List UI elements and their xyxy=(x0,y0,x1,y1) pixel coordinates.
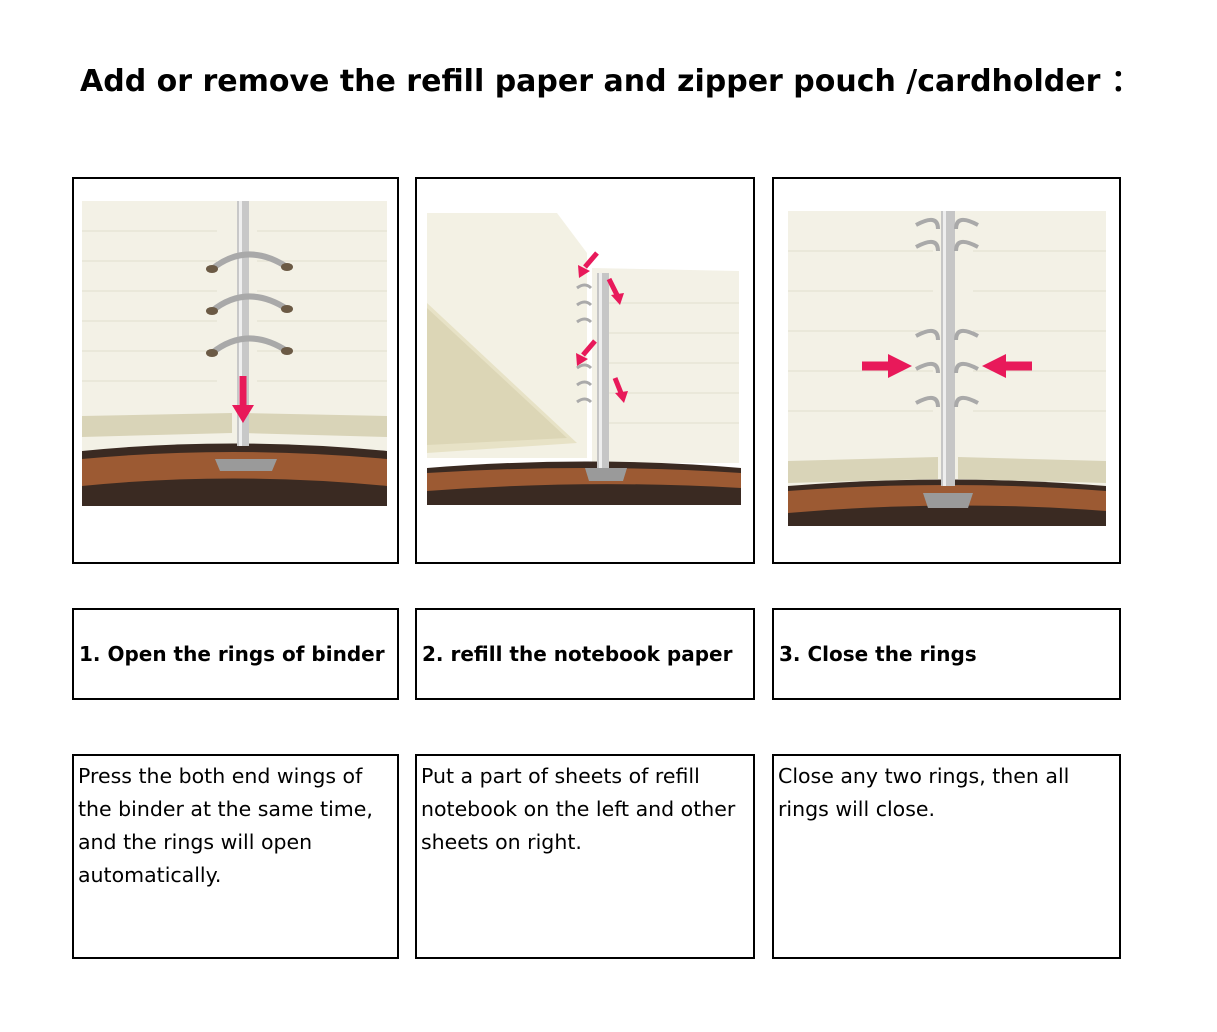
step-1-label-text: 1. Open the rings of binder xyxy=(79,642,385,666)
refill-paper-photo xyxy=(427,213,741,505)
close-rings-photo xyxy=(788,211,1106,526)
step-2-label-text: 2. refill the notebook paper xyxy=(422,642,733,666)
step-3-photo-frame xyxy=(772,177,1121,564)
open-rings-photo xyxy=(82,201,387,506)
step-1-photo-frame xyxy=(72,177,399,564)
step-1-description-text: Press the both end wings of the binder a… xyxy=(78,764,373,887)
step-3-label: 3. Close the rings xyxy=(772,608,1121,700)
step-3-description: Close any two rings, then all rings will… xyxy=(772,754,1121,959)
step-2-photo-frame xyxy=(415,177,755,564)
step-1-label: 1. Open the rings of binder xyxy=(72,608,399,700)
step-3-label-text: 3. Close the rings xyxy=(779,642,977,666)
step-3-description-text: Close any two rings, then all rings will… xyxy=(778,764,1070,821)
step-2-description: Put a part of sheets of refill notebook … xyxy=(415,754,755,959)
step-2-label: 2. refill the notebook paper xyxy=(415,608,755,700)
step-1-description: Press the both end wings of the binder a… xyxy=(72,754,399,959)
page-title: Add or remove the refill paper and zippe… xyxy=(80,64,1141,99)
step-2-description-text: Put a part of sheets of refill notebook … xyxy=(421,764,736,854)
